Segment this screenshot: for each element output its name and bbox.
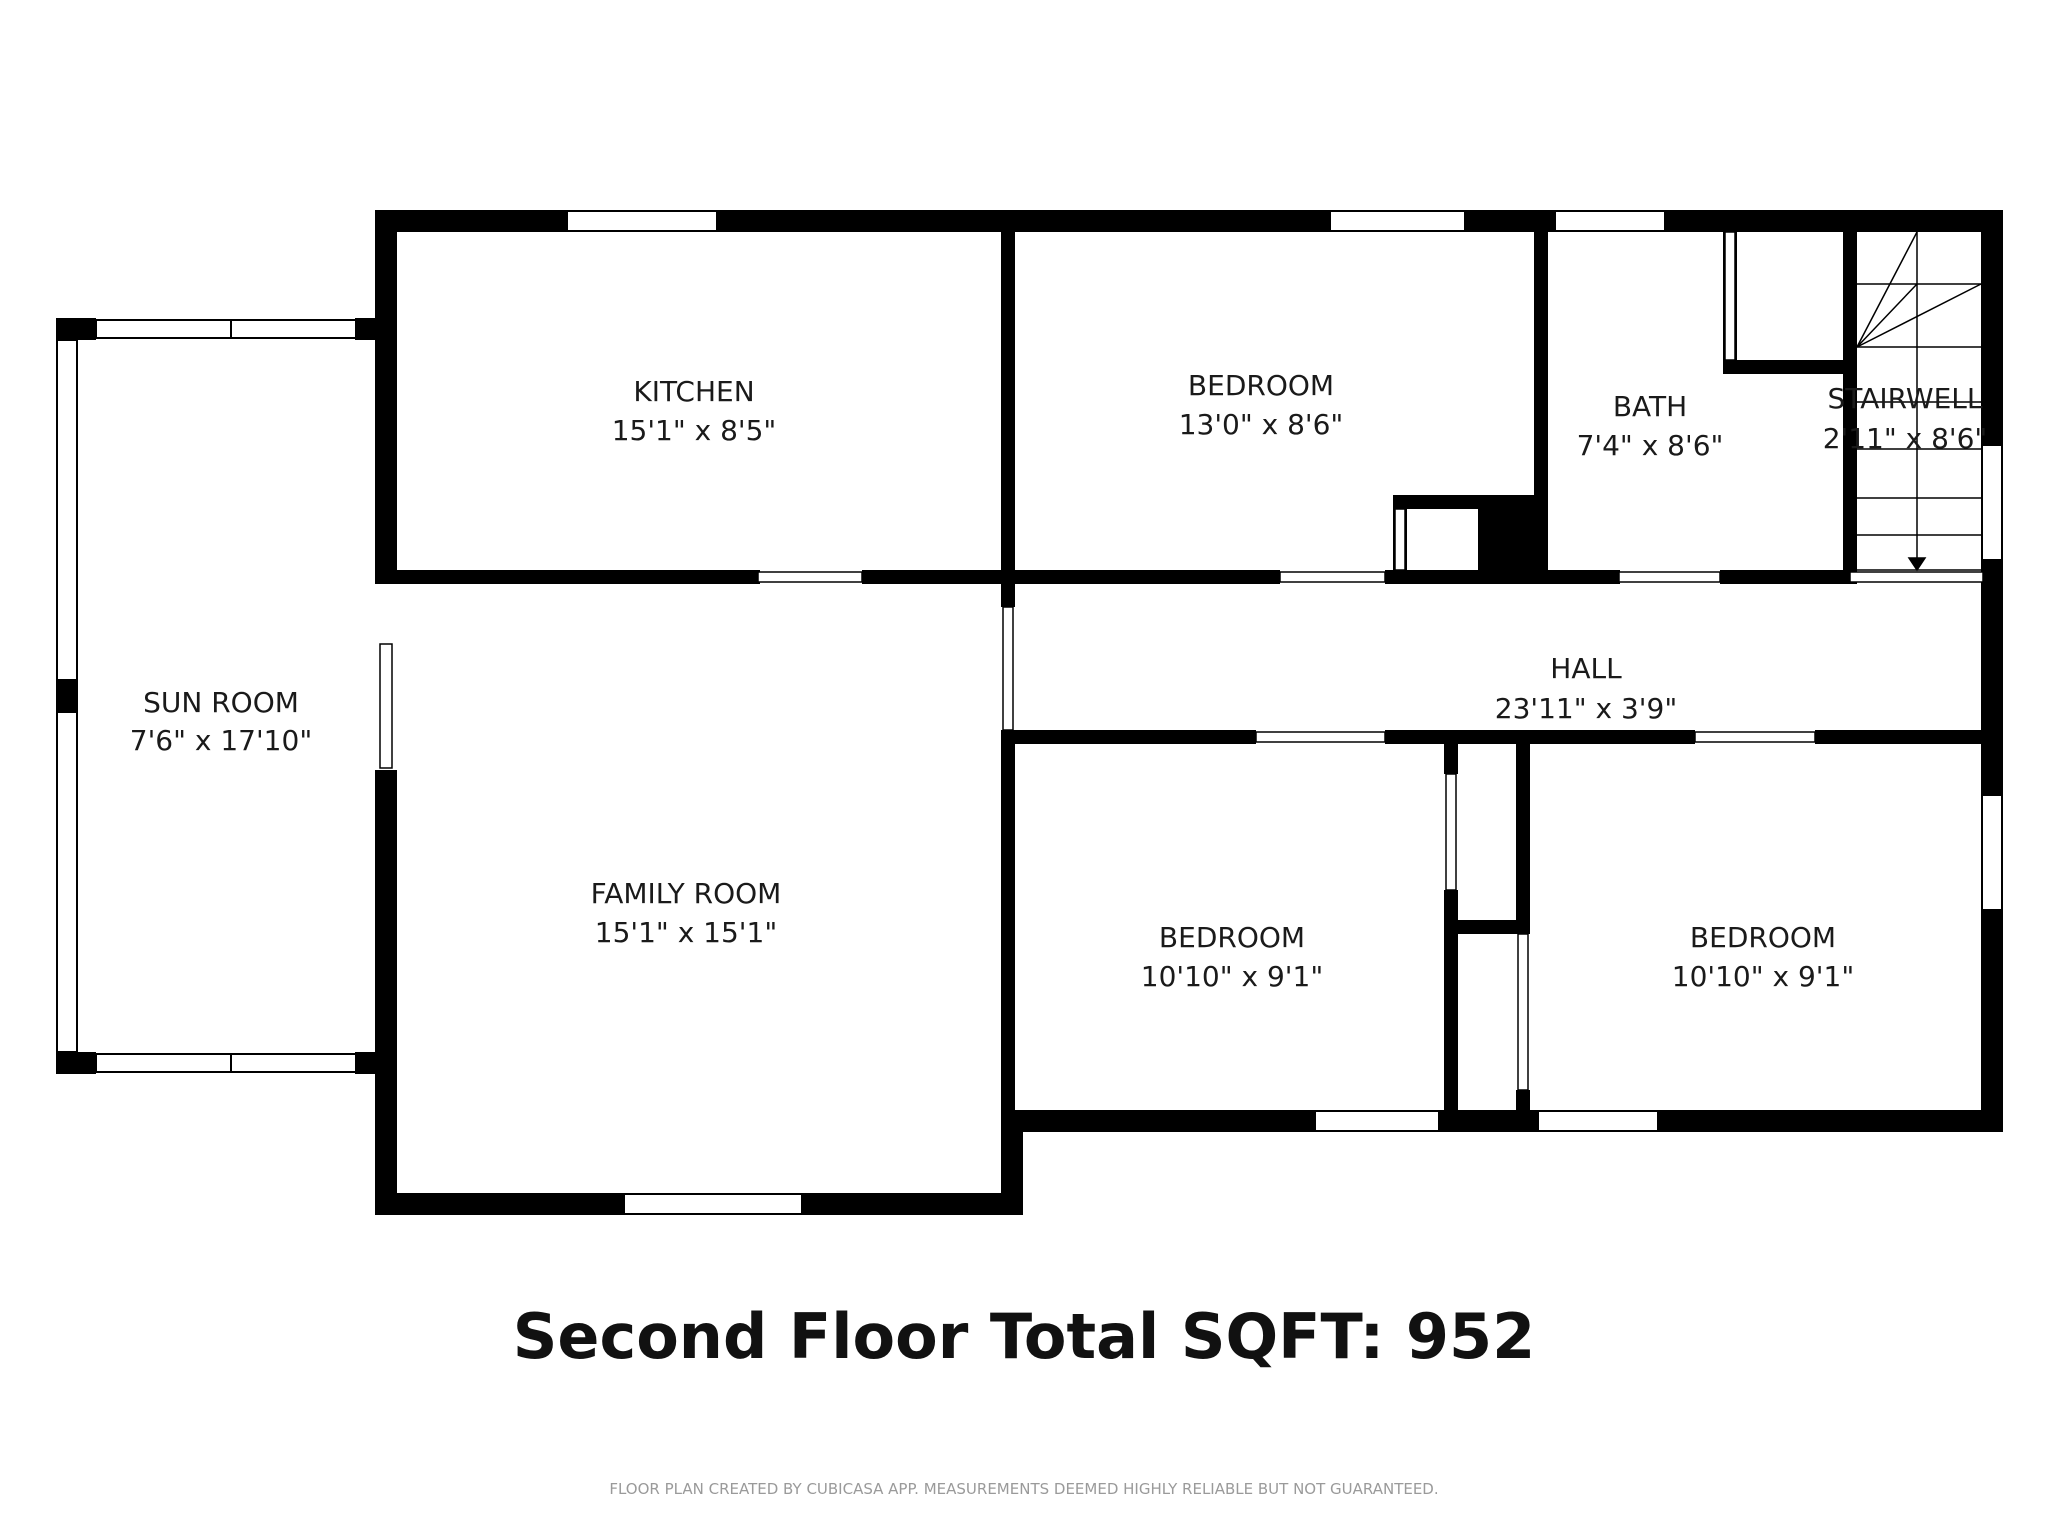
wall: [1001, 730, 1256, 744]
window: [1981, 794, 2003, 911]
room-label-dimensions: 10'10" x 9'1": [1672, 960, 1854, 993]
wall: [1001, 1110, 1023, 1215]
wall: [375, 210, 397, 576]
wall: [1001, 730, 1015, 1130]
room-label-dimensions: 10'10" x 9'1": [1141, 960, 1323, 993]
window: [623, 1193, 803, 1215]
opening: [1849, 571, 1984, 583]
wall: [1444, 744, 1458, 774]
window: [566, 210, 718, 232]
room-label-dimensions: 15'1" x 15'1": [595, 916, 777, 949]
window: [1314, 1110, 1440, 1132]
room-label-dimensions: 2'11" x 8'6": [1823, 422, 1988, 455]
room-label-dimensions: 7'6" x 17'10": [130, 724, 312, 757]
wall: [1385, 730, 1695, 744]
wall: [1723, 360, 1857, 374]
wall: [355, 1052, 397, 1074]
wall: [1516, 744, 1530, 934]
disclaimer-footer: FLOOR PLAN CREATED BY CUBICASA APP. MEAS…: [609, 1480, 1439, 1498]
window: [1329, 210, 1466, 232]
room-label-dimensions: 23'11" x 3'9": [1495, 692, 1677, 725]
wall: [375, 770, 397, 1215]
wall: [1001, 1110, 2003, 1132]
opening: [1724, 231, 1736, 361]
window: [56, 711, 78, 1053]
window: [1537, 1110, 1659, 1132]
window: [1981, 444, 2003, 561]
room-label-name: KITCHEN: [633, 375, 754, 408]
opening: [1394, 508, 1406, 571]
windows: [56, 210, 2003, 1215]
wall: [1843, 210, 1857, 584]
opening: [1445, 773, 1457, 891]
opening: [1618, 571, 1721, 583]
wall: [1001, 210, 1015, 607]
opening: [757, 571, 863, 583]
wall: [1534, 210, 1548, 584]
wall: [375, 570, 760, 584]
wall: [56, 680, 78, 712]
stair-diagonal: [1856, 283, 1982, 348]
stairs: [1856, 231, 1982, 572]
wall: [56, 318, 96, 340]
room-label-name: STAIRWELL: [1827, 382, 1982, 415]
room-label-name: BEDROOM: [1159, 921, 1305, 954]
room-label-name: HALL: [1550, 652, 1622, 685]
wall: [1516, 1090, 1530, 1132]
wall: [1815, 730, 2003, 744]
window: [95, 1053, 232, 1073]
wall: [1720, 570, 1850, 584]
room-label-name: FAMILY ROOM: [591, 877, 782, 910]
wall: [1534, 570, 1619, 584]
wall: [1981, 210, 2003, 1132]
opening: [1279, 571, 1386, 583]
openings: [379, 231, 1984, 1091]
wall: [1444, 920, 1530, 934]
room-label-name: BEDROOM: [1690, 921, 1836, 954]
room-label-dimensions: 15'1" x 8'5": [612, 414, 777, 447]
wall: [56, 1052, 96, 1074]
room-label-name: SUN ROOM: [143, 686, 299, 719]
stair-arrow-head: [1907, 557, 1927, 572]
opening: [1255, 731, 1386, 743]
wall: [862, 570, 1280, 584]
room-label-name: BEDROOM: [1188, 369, 1334, 402]
wall: [376, 318, 396, 378]
wall: [1478, 495, 1543, 583]
opening: [1002, 606, 1014, 731]
stair-diagonal: [1856, 231, 1918, 348]
opening: [1694, 731, 1816, 743]
window: [95, 319, 232, 339]
wall: [1444, 890, 1458, 1130]
stair-diagonal: [1856, 283, 1918, 348]
opening: [1517, 933, 1529, 1091]
floor-total-sqft: Second Floor Total SQFT: 952: [512, 1300, 1536, 1373]
room-label-dimensions: 13'0" x 8'6": [1179, 408, 1344, 441]
room-labels: SUN ROOM 7'6" x 17'10" KITCHEN 15'1" x 8…: [130, 369, 1988, 993]
window: [230, 319, 357, 339]
opening: [379, 643, 393, 769]
room-label-name: BATH: [1613, 390, 1687, 423]
window: [230, 1053, 357, 1073]
window: [56, 339, 78, 681]
room-label-dimensions: 7'4" x 8'6": [1577, 429, 1724, 462]
window: [1554, 210, 1666, 232]
